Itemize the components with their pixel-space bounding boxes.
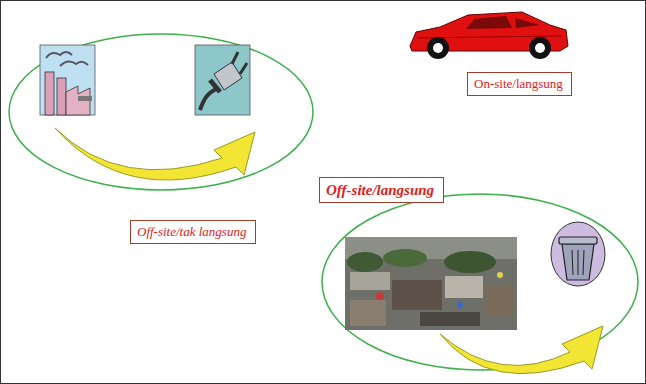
- trash-bin-icon: [551, 222, 605, 286]
- plug-icon: [214, 62, 242, 90]
- car-icon: [466, 16, 512, 29]
- plug-icon: [210, 80, 220, 92]
- flow-arrow: [55, 128, 255, 180]
- label-box: Off-site/langsung: [319, 177, 444, 203]
- factory-icon: [57, 78, 66, 115]
- landfill-photo: [445, 276, 483, 298]
- car-icon: [535, 43, 545, 53]
- plug-icon: [195, 45, 250, 115]
- group-ellipse: [9, 34, 313, 190]
- landfill-photo: [345, 237, 517, 330]
- car-icon: [410, 12, 568, 59]
- label-text: On-site/langsung: [474, 76, 565, 92]
- factory-icon: [46, 52, 72, 58]
- landfill-photo: [347, 252, 383, 272]
- trash-bin-icon: [583, 250, 584, 275]
- label-text: Off-site/tak langsung: [137, 224, 249, 240]
- plug-icon: [195, 45, 250, 115]
- trash-bin-icon: [562, 244, 594, 280]
- flow-arrow: [440, 326, 603, 374]
- landfill-photo: [420, 312, 480, 326]
- plug-icon: [240, 63, 247, 74]
- landfill-photo: [497, 272, 503, 278]
- car-icon: [433, 43, 443, 53]
- trash-bin-icon: [551, 222, 605, 286]
- trash-bin-icon: [559, 237, 597, 244]
- landfill-photo: [383, 249, 427, 267]
- factory-icon: [60, 61, 88, 66]
- factory-icon: [45, 72, 54, 115]
- landfill-photo: [350, 300, 386, 326]
- car-icon: [427, 37, 449, 59]
- landfill-photo: [485, 285, 513, 315]
- plug-icon: [232, 52, 238, 64]
- label-box: Off-site/tak langsung: [130, 220, 256, 244]
- factory-icon: [40, 45, 95, 115]
- factory-icon: [78, 96, 92, 101]
- landfill-photo: [376, 292, 384, 300]
- car-icon: [529, 37, 551, 59]
- landfill-photo: [457, 302, 463, 308]
- label-box: On-site/langsung: [467, 72, 572, 96]
- landfill-photo: [345, 237, 517, 330]
- landfill-photo: [350, 272, 390, 290]
- trash-bin-icon: [578, 250, 579, 275]
- plug-icon: [200, 88, 218, 110]
- car-icon: [515, 18, 540, 28]
- landfill-photo: [392, 280, 442, 310]
- landfill-photo: [444, 251, 496, 273]
- factory-icon: [40, 45, 95, 115]
- label-text: Off-site/langsung: [326, 181, 437, 199]
- trash-bin-icon: [572, 250, 573, 275]
